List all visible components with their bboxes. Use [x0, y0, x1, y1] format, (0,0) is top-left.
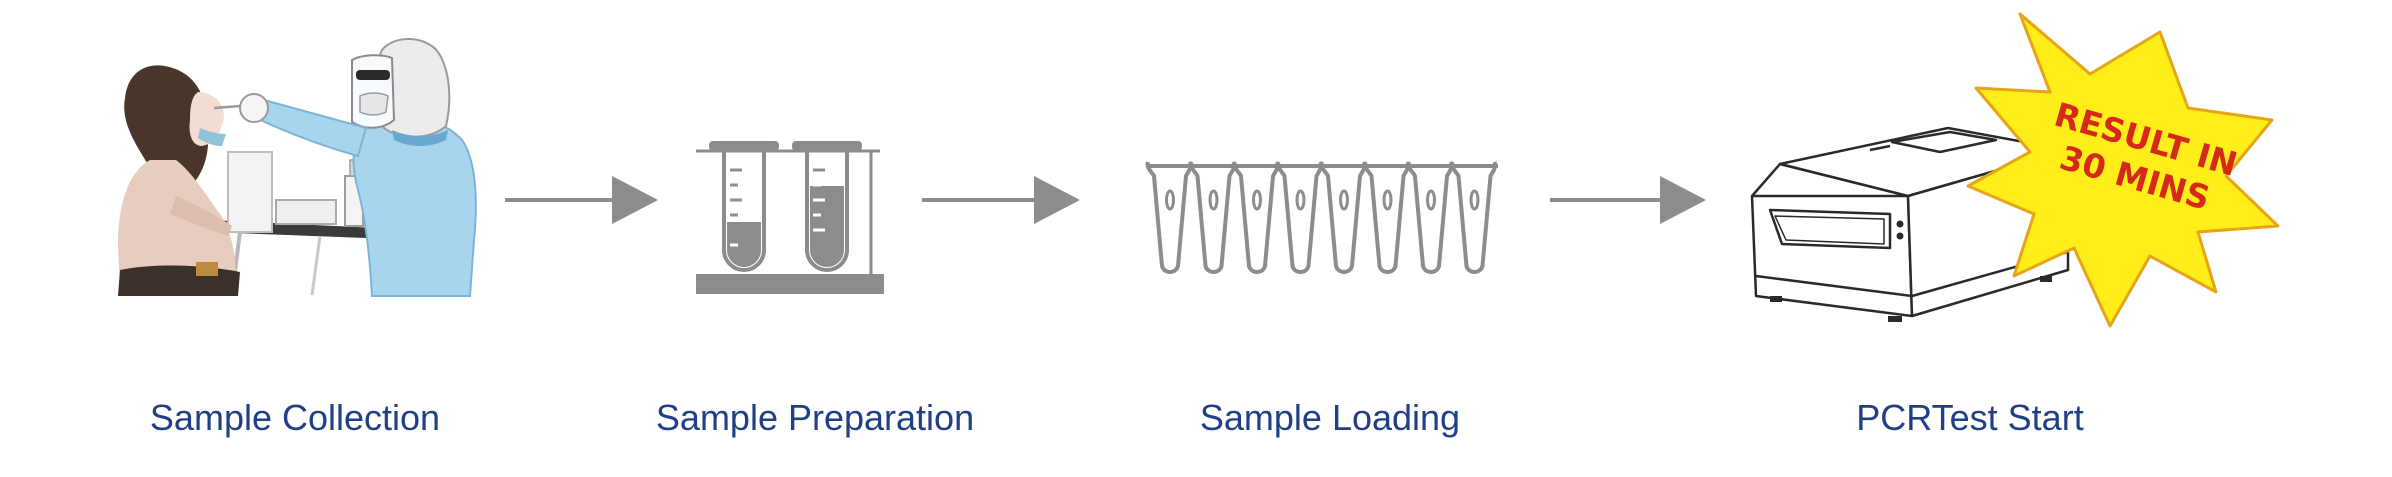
starburst-shape	[1966, 12, 2280, 328]
test-tube-1	[709, 141, 779, 272]
screen-panel	[227, 151, 273, 233]
pcr-tube	[1319, 161, 1367, 274]
pcr-tube	[1276, 161, 1323, 274]
test-tube-2	[792, 141, 862, 272]
result-badge: RESULT IN 30 MINS	[1966, 12, 2280, 328]
step-label-sample-collection: Sample Collection	[149, 397, 441, 438]
flow-arrow-3	[1550, 176, 1706, 224]
flow-arrow-2	[922, 176, 1080, 224]
swab-collection-illustration	[118, 37, 477, 297]
test-tube-rack-icon	[696, 141, 884, 294]
health-worker-figure	[213, 37, 477, 297]
pcr-tube	[1145, 161, 1193, 274]
flow-arrow-1	[505, 176, 658, 224]
rack-base	[696, 274, 884, 294]
step-label-sample-preparation: Sample Preparation	[655, 397, 975, 438]
pcr-tube	[1450, 161, 1497, 274]
patient-figure	[118, 65, 240, 296]
pcr-machine-icon	[1750, 126, 2070, 322]
step-label-pcr-test-start: PCRTest Start	[1856, 397, 2084, 438]
pcr-tube	[1189, 161, 1236, 274]
pcr-tube-strip-icon	[1145, 161, 1498, 274]
step-label-sample-loading: Sample Loading	[1199, 397, 1461, 438]
pcr-tube	[1363, 161, 1410, 274]
pcr-tube	[1232, 161, 1280, 274]
pcr-tube	[1406, 161, 1454, 274]
tissue-box	[275, 199, 337, 225]
